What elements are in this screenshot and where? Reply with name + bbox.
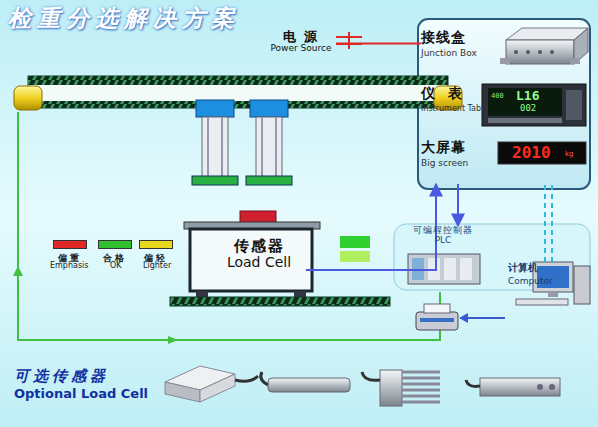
text-label: kg [565, 151, 574, 159]
legend-text: 偏重 [58, 252, 82, 265]
connector [457, 184, 459, 226]
node-text: 仪 表 [421, 86, 466, 101]
big-screen: 大屏幕 Big screen [421, 140, 588, 184]
node-text: 可编程控制器 [413, 226, 473, 236]
plc: 可编程控制器PLC [398, 226, 488, 288]
power-source: 电 源Power Source [266, 30, 336, 60]
node-text: 电 源 [283, 30, 320, 44]
text-label: 400 [491, 93, 504, 101]
text-label: 2010 [512, 144, 551, 162]
node-text: Instrument Table [421, 105, 488, 114]
node-text: Load Cell [227, 255, 291, 270]
node-text: Big screen [421, 159, 468, 169]
legend-text: 合格 [103, 252, 127, 265]
node-text: 大屏幕 [421, 140, 466, 155]
legend-text: 偏轻 [144, 252, 168, 265]
load-cell: 传感器Load Cell [212, 238, 306, 278]
node-text: PLC [435, 236, 452, 246]
node-text: 计算机 [508, 262, 538, 273]
node-text: 接线盒 [421, 30, 466, 45]
legend-item: 偏重 [52, 240, 88, 265]
legend-swatch [98, 240, 132, 249]
node-text: 传感器 [234, 238, 285, 255]
text-label: 可选传感器 [14, 368, 109, 385]
text-label: Lighter [143, 262, 171, 271]
node-text: Junction Box [421, 49, 477, 59]
diagram-title: 检重分选解决方案 [8, 6, 240, 31]
legend-item: 合格 [97, 240, 133, 265]
instrument: 仪 表 Instrument Table [421, 86, 588, 128]
junction-box: 接线盒 Junction Box [421, 30, 588, 70]
connector [336, 43, 421, 45]
legend-swatch [53, 240, 87, 249]
legend-item: 偏轻 [138, 240, 174, 265]
computer: 计算机 Computer [508, 262, 590, 306]
text-label: L16 [516, 89, 539, 103]
node-text: Power Source [271, 44, 332, 54]
legend-swatch [139, 240, 173, 249]
text-label: 002 [520, 104, 536, 114]
connector [551, 184, 553, 262]
text-label: OK [110, 262, 122, 271]
text-label: Optional Load Cell [14, 387, 148, 401]
text-label: Emphasis [50, 262, 88, 271]
node-text: Computer [508, 277, 553, 287]
connector-double [544, 184, 546, 262]
